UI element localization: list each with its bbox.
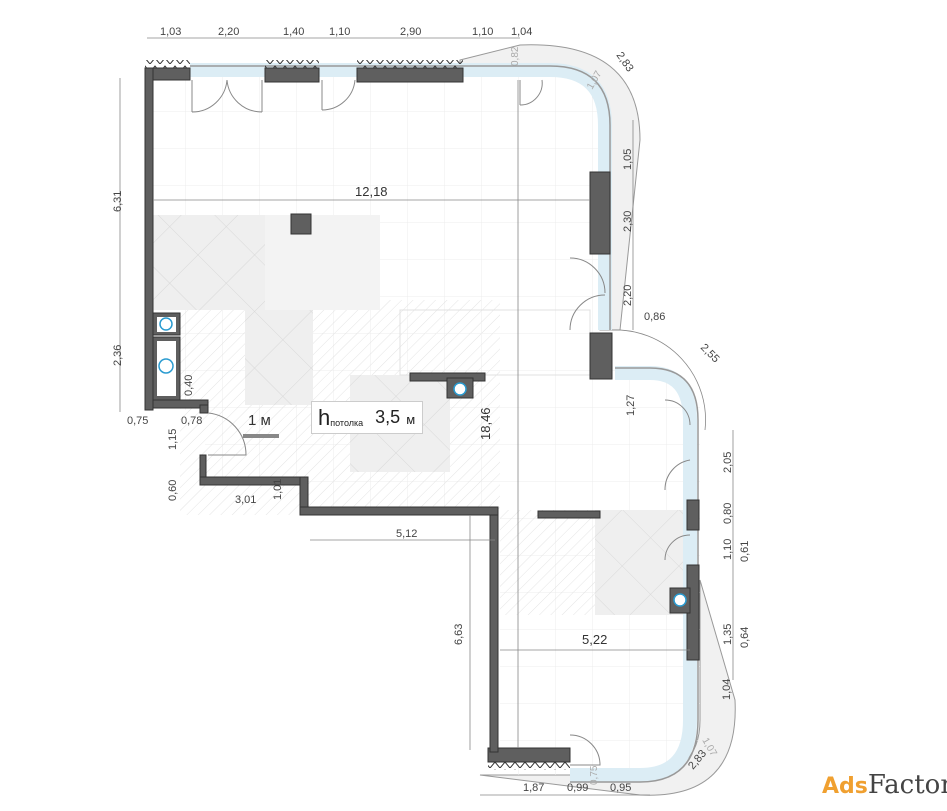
dimension-lines: [119, 37, 734, 796]
scale-bar: [243, 434, 279, 438]
dim-label: 2,20: [218, 26, 239, 38]
dim-label: 1,10: [472, 26, 493, 38]
dim-label: 2,30: [622, 211, 634, 232]
dim-label: 1,04: [511, 26, 532, 38]
dim-label: 0,60: [167, 480, 179, 501]
dim-label: 2,55: [698, 342, 722, 366]
dim-label: 0,82: [510, 46, 521, 66]
water-riser-icon: [453, 382, 467, 396]
dim-label: 1,03: [160, 26, 181, 38]
scale-label: 1 м: [248, 412, 271, 429]
watermark-brand-b: Factory: [867, 770, 947, 800]
dim-label: 6,31: [112, 191, 124, 212]
dim-label: 1,87: [523, 782, 544, 794]
glazing-top: [190, 63, 612, 330]
dim-label: 2,83: [614, 50, 636, 74]
dim-label: 0,64: [739, 627, 751, 648]
dim-label: 5,22: [582, 632, 607, 647]
dim-label: 1,27: [625, 395, 637, 416]
ceiling-height-unit: м: [406, 412, 416, 427]
dim-label: 0,86: [644, 311, 665, 323]
dim-label: 0,75: [127, 415, 148, 427]
dim-label: 1,04: [721, 679, 733, 700]
dim-label: 12,18: [355, 184, 388, 199]
tile-zone-2: [245, 310, 313, 405]
tile-zone-5: [265, 215, 380, 310]
water-riser-icon: [159, 317, 173, 331]
dim-label: 0,75: [589, 765, 600, 785]
dim-label: 1,10: [722, 539, 734, 560]
dim-label: 2,90: [400, 26, 421, 38]
water-riser-icon: [673, 593, 687, 607]
dim-label: 1,01: [272, 479, 284, 500]
ceiling-height-label: h потолка 3,5 м: [311, 401, 423, 434]
ceiling-height-value: 3,5: [375, 407, 401, 427]
dim-label: 0,40: [183, 375, 195, 396]
dim-label: 1,15: [167, 429, 179, 450]
glazing-right: [570, 366, 697, 782]
tile-grid-zone: [399, 309, 591, 376]
dim-label: 1,40: [283, 26, 304, 38]
dim-label: 6,63: [453, 624, 465, 645]
watermark-logo: AdsFactory: [822, 770, 947, 800]
dim-label: 0,61: [739, 541, 751, 562]
dim-label: 0,80: [722, 503, 734, 524]
dim-label: 18,46: [478, 407, 493, 440]
ceiling-height-sub: потолка: [330, 417, 364, 428]
wall-zigzag-texture: [145, 60, 570, 770]
dim-label: 5,12: [396, 528, 417, 540]
hatch-zone-lower: [500, 510, 600, 615]
dim-label: 0,78: [181, 415, 202, 427]
watermark-brand-a: Ads: [822, 774, 868, 799]
dim-label: 1,05: [622, 149, 634, 170]
dim-label: 2,05: [722, 452, 734, 473]
dim-label: 0,99: [567, 782, 588, 794]
doors: [191, 79, 691, 766]
dim-label: 2,20: [622, 285, 634, 306]
dim-label: 2,36: [112, 345, 124, 366]
dim-label: 3,01: [235, 494, 256, 506]
dim-label: 1,35: [722, 624, 734, 645]
ceiling-height-prefix: h: [318, 404, 331, 430]
dim-label: 0,95: [610, 782, 631, 794]
tile-zone-1: [153, 215, 268, 310]
ventilation-fan-icon: [158, 358, 174, 374]
dim-label: 1,10: [329, 26, 350, 38]
